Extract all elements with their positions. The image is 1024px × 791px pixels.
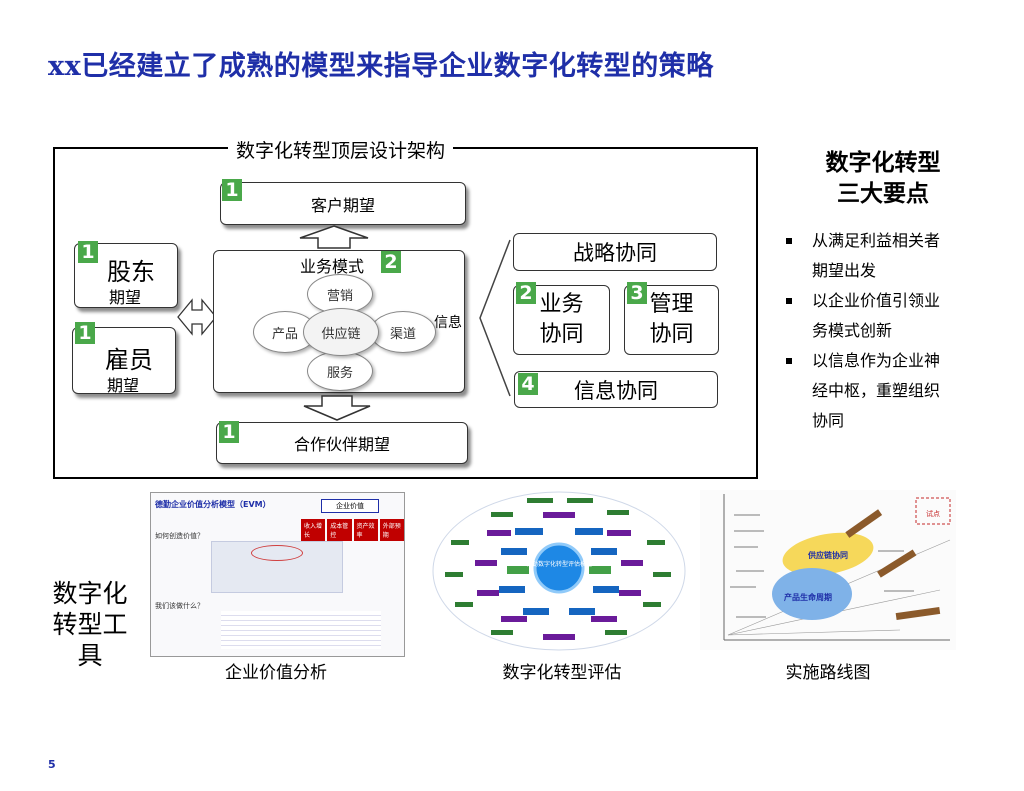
keypoint-item: 以企业价值引领业 务模式创新 — [786, 286, 966, 346]
keypoint-text: 协同 — [812, 411, 845, 430]
supply-chain-label: 供应链 — [321, 326, 361, 342]
framework-title: 数字化转型顶层设计架构 — [228, 136, 454, 163]
arrow-up-icon — [299, 225, 369, 249]
evm-question-2: 我们该做什么？ — [155, 602, 204, 610]
employee-line1: 雇员 — [105, 346, 153, 374]
enterprise-value-thumbnail: 德勤企业价值分析模型（EVM） 企业价值 收入增长 成本管控 资产效率 外部预期… — [150, 492, 405, 657]
badge-1-partner: 1 — [219, 421, 239, 443]
keypoint-text: 期望出发 — [812, 261, 877, 280]
evm-cell: 资产效率 — [353, 519, 378, 541]
arrow-down-icon — [303, 395, 371, 421]
customer-expectation-label: 客户期望 — [310, 195, 375, 215]
assessment-center-text: 德勤数字化转型评估模型 — [526, 560, 592, 568]
evm-highlight-ellipse — [251, 545, 303, 561]
evm-heading: 德勤企业价值分析模型（EVM） — [155, 500, 271, 509]
badge-2-business-model: 2 — [381, 251, 401, 273]
keypoint-item: 以信息作为企业神 经中枢，重塑组织 协同 — [786, 346, 966, 436]
service-label: 服务 — [326, 365, 353, 381]
evm-cell: 收入增长 — [301, 519, 326, 541]
bracket-chevron-icon — [479, 239, 511, 397]
evm-text-lines — [221, 611, 381, 649]
product-label: 产品 — [271, 326, 298, 342]
bullet-square-icon — [786, 298, 792, 304]
information-collaboration-label: 信息协同 — [574, 378, 658, 403]
marketing-label: 营销 — [326, 288, 353, 304]
tools-label-line3: 具 — [77, 641, 103, 670]
service-ellipse: 服务 — [307, 351, 373, 391]
digital-assessment-thumbnail: 德勤数字化转型评估模型 — [432, 491, 686, 651]
employee-box: 雇员 期望 — [72, 327, 176, 395]
keypoint-text: 务模式创新 — [812, 321, 893, 340]
keypoints-title-line2: 三大要点 — [837, 181, 929, 207]
strategy-collaboration-box: 战略协同 — [513, 233, 717, 271]
information-collaboration-box: 信息协同 — [514, 371, 718, 408]
roadmap-label-2: 产品生命周期 — [784, 592, 832, 602]
badge-1-customer: 1 — [222, 179, 242, 201]
evm-question-1: 如何创造价值？ — [155, 532, 204, 540]
page-title: xx已经建立了成熟的模型来指导企业数字化转型的策略 — [48, 51, 714, 82]
keypoints-title: 数字化转型 三大要点 — [808, 148, 958, 210]
keypoint-item: 从满足利益相关者 期望出发 — [786, 226, 966, 286]
employee-line2: 期望 — [107, 376, 140, 395]
badge-1-employee: 1 — [75, 322, 95, 344]
badge-1-shareholder: 1 — [78, 241, 98, 263]
evm-cell: 外部预期 — [379, 519, 404, 541]
evm-cell: 成本管控 — [327, 519, 352, 541]
business-model-label: 业务模式 — [300, 257, 365, 276]
keypoints-title-line1: 数字化转型 — [825, 150, 941, 176]
business-collaboration-line2: 协同 — [539, 322, 584, 347]
page-number: 5 — [48, 758, 56, 771]
strategy-collaboration-label: 战略协同 — [573, 241, 657, 265]
marketing-ellipse: 营销 — [307, 274, 373, 314]
keypoint-text: 以企业价值引领业 — [812, 291, 941, 310]
supply-chain-ellipse: 供应链 — [303, 308, 379, 356]
business-collaboration-line1: 业务 — [539, 292, 584, 317]
double-arrow-icon — [177, 298, 217, 336]
channel-ellipse: 渠道 — [370, 311, 436, 353]
bullet-square-icon — [786, 238, 792, 244]
partner-expectation-label: 合作伙伴期望 — [293, 435, 390, 454]
badge-3-management: 3 — [627, 282, 647, 304]
keypoint-text: 从满足利益相关者 — [812, 231, 941, 250]
roadmap-thumbnail: 供应链协同 产品生命周期 试点 — [700, 490, 956, 650]
badge-4-information: 4 — [518, 373, 538, 395]
info-label: 信息 — [434, 315, 462, 331]
tools-label: 数字化 转型工 具 — [44, 578, 136, 671]
digital-assessment-caption: 数字化转型评估 — [502, 663, 622, 683]
customer-expectation-box: 客户期望 — [220, 182, 466, 225]
shareholder-line1: 股东 — [107, 258, 155, 286]
keypoints-list: 从满足利益相关者 期望出发 以企业价值引领业 务模式创新 以信息作为企业神 经中… — [786, 226, 966, 436]
channel-label: 渠道 — [389, 326, 416, 342]
evm-value-box: 企业价值 — [321, 499, 379, 513]
bullet-square-icon — [786, 358, 792, 364]
badge-2-business: 2 — [516, 282, 536, 304]
shareholder-line2: 期望 — [109, 288, 142, 307]
roadmap-label-1: 供应链协同 — [807, 550, 848, 560]
tools-label-line1: 数字化 — [52, 579, 128, 608]
enterprise-value-caption: 企业价值分析 — [225, 663, 327, 683]
keypoint-text: 以信息作为企业神 — [812, 351, 941, 370]
keypoint-text: 经中枢，重塑组织 — [812, 381, 941, 400]
shareholder-box: 股东 期望 — [74, 243, 178, 308]
management-collaboration-line2: 协同 — [649, 322, 694, 347]
tools-label-line2: 转型工 — [52, 610, 128, 639]
roadmap-stamp: 试点 — [926, 509, 940, 518]
roadmap-caption: 实施路线图 — [785, 663, 871, 683]
management-collaboration-line1: 管理 — [649, 292, 694, 317]
business-collaboration-box: 业务 协同 — [513, 285, 610, 355]
evm-cells: 收入增长 成本管控 资产效率 外部预期 — [301, 519, 404, 541]
partner-expectation-box: 合作伙伴期望 — [216, 422, 468, 464]
